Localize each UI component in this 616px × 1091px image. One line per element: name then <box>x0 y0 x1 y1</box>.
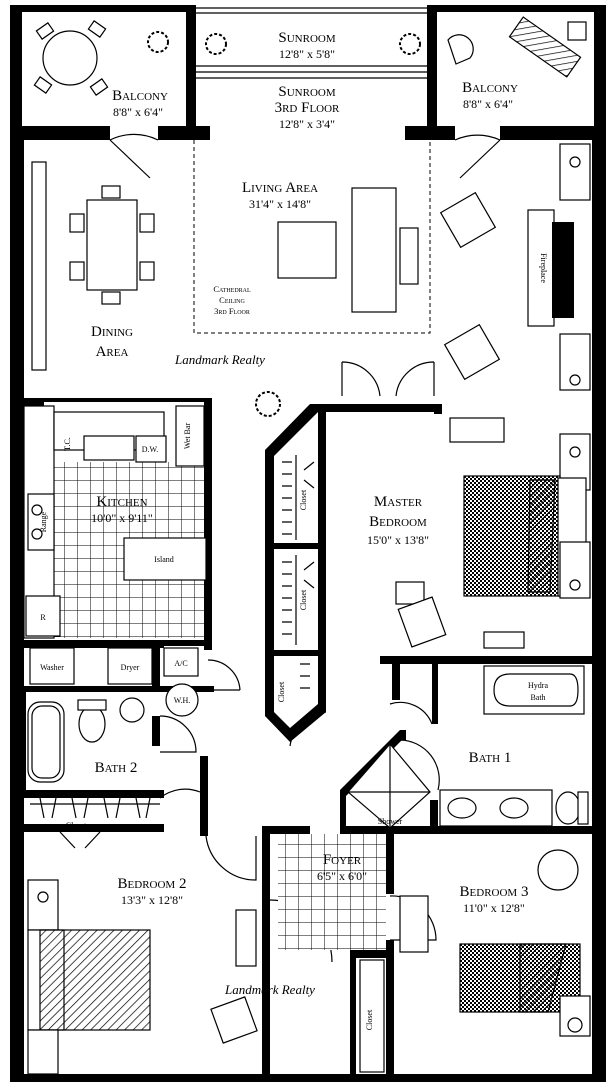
laundry <box>29 647 199 717</box>
master-name: Master <box>374 494 423 510</box>
dining-name: Dining <box>91 324 133 340</box>
bedroom2-furniture <box>27 879 258 1075</box>
foyer-name: Foyer <box>323 852 362 868</box>
sunroom-name: Sunroom <box>278 30 335 46</box>
room-labels: Sunroom 12'8" x 5'8" Sunroom 3rd Floor 1… <box>39 30 548 1030</box>
bath1-fixtures <box>347 665 589 829</box>
living-furniture <box>255 143 591 417</box>
living-dim: 31'4" x 14'8" <box>249 197 311 211</box>
washer-label: Washer <box>40 663 64 672</box>
kitchen-area <box>23 405 207 639</box>
sunroom3-floor: 3rd Floor <box>275 100 340 116</box>
bedroom3-name: Bedroom 3 <box>460 884 529 900</box>
kitchen-dim: 10'0" x 9'11" <box>91 511 153 525</box>
hydra-label2: Bath <box>530 693 545 702</box>
watermark-top: Landmark Realty <box>174 352 265 367</box>
bath2-fixtures <box>27 697 145 783</box>
sunroom-dim: 12'8" x 5'8" <box>279 47 335 61</box>
wh-label: W.H. <box>174 696 191 705</box>
sunroom-plants <box>205 33 421 55</box>
sunroom3-dim: 12'8" x 3'4" <box>279 117 335 131</box>
sunroom3-name: Sunroom <box>278 84 335 100</box>
r-label: R <box>40 613 46 622</box>
ac-label: A/C <box>174 659 187 668</box>
master-name2: Bedroom <box>369 514 427 530</box>
dryer-label: Dryer <box>121 663 140 672</box>
dw-label: D.W. <box>142 445 159 454</box>
balcony-left-name: Balcony <box>112 88 168 104</box>
cathedral-line1: Cathedral <box>213 284 251 294</box>
hydra-label1: Hydra <box>528 681 548 690</box>
bedroom2-closet-label: Closet <box>66 821 87 830</box>
bath1-name: Bath 1 <box>469 750 512 766</box>
dining-furniture <box>31 161 155 371</box>
cathedral-line3: 3rd Floor <box>214 306 250 316</box>
tc-label: T.C. <box>63 437 72 451</box>
dining-name2: Area <box>96 344 129 360</box>
cathedral-outline <box>193 140 431 334</box>
cathedral-line2: Ceiling <box>219 295 245 305</box>
bedroom2-dim: 13'3" x 12'8" <box>121 893 183 907</box>
bedroom3-closet-label: Closet <box>365 1009 374 1030</box>
living-name: Living Area <box>242 180 318 196</box>
watermark-bottom: Landmark Realty <box>224 982 315 997</box>
master-furniture <box>395 417 591 649</box>
closet-label-2: Closet <box>299 589 308 610</box>
fireplace-label: Fireplace <box>539 253 548 283</box>
master-dim: 15'0" x 13'8" <box>367 533 429 547</box>
kitchen-name: Kitchen <box>96 494 147 510</box>
balcony-left-furniture <box>33 20 169 96</box>
shower-label: Shower <box>378 817 403 826</box>
foyer-tile <box>278 834 386 950</box>
wet-bar-label: Wet Bar <box>183 423 192 450</box>
range-label: Range <box>39 511 48 532</box>
closet-label-3: Closet <box>277 681 286 702</box>
bedroom2-closet <box>30 797 160 819</box>
bath2-name: Bath 2 <box>95 760 138 776</box>
island-label: Island <box>154 555 174 564</box>
balcony-right-furniture <box>447 16 587 78</box>
foyer-dim: 6'5" x 6'0" <box>317 869 367 883</box>
balcony-right-dim: 8'8" x 6'4" <box>463 97 513 111</box>
balcony-left-dim: 8'8" x 6'4" <box>113 105 163 119</box>
bedroom3-dim: 11'0" x 12'8" <box>463 901 525 915</box>
balcony-right-name: Balcony <box>462 80 518 96</box>
bedroom2-name: Bedroom 2 <box>118 876 187 892</box>
closet-label-1: Closet <box>299 489 308 510</box>
bedroom3-furniture <box>359 849 591 1073</box>
sunroom-glazing <box>196 7 427 79</box>
exterior-walls <box>10 5 606 1082</box>
central-closets <box>282 455 310 689</box>
